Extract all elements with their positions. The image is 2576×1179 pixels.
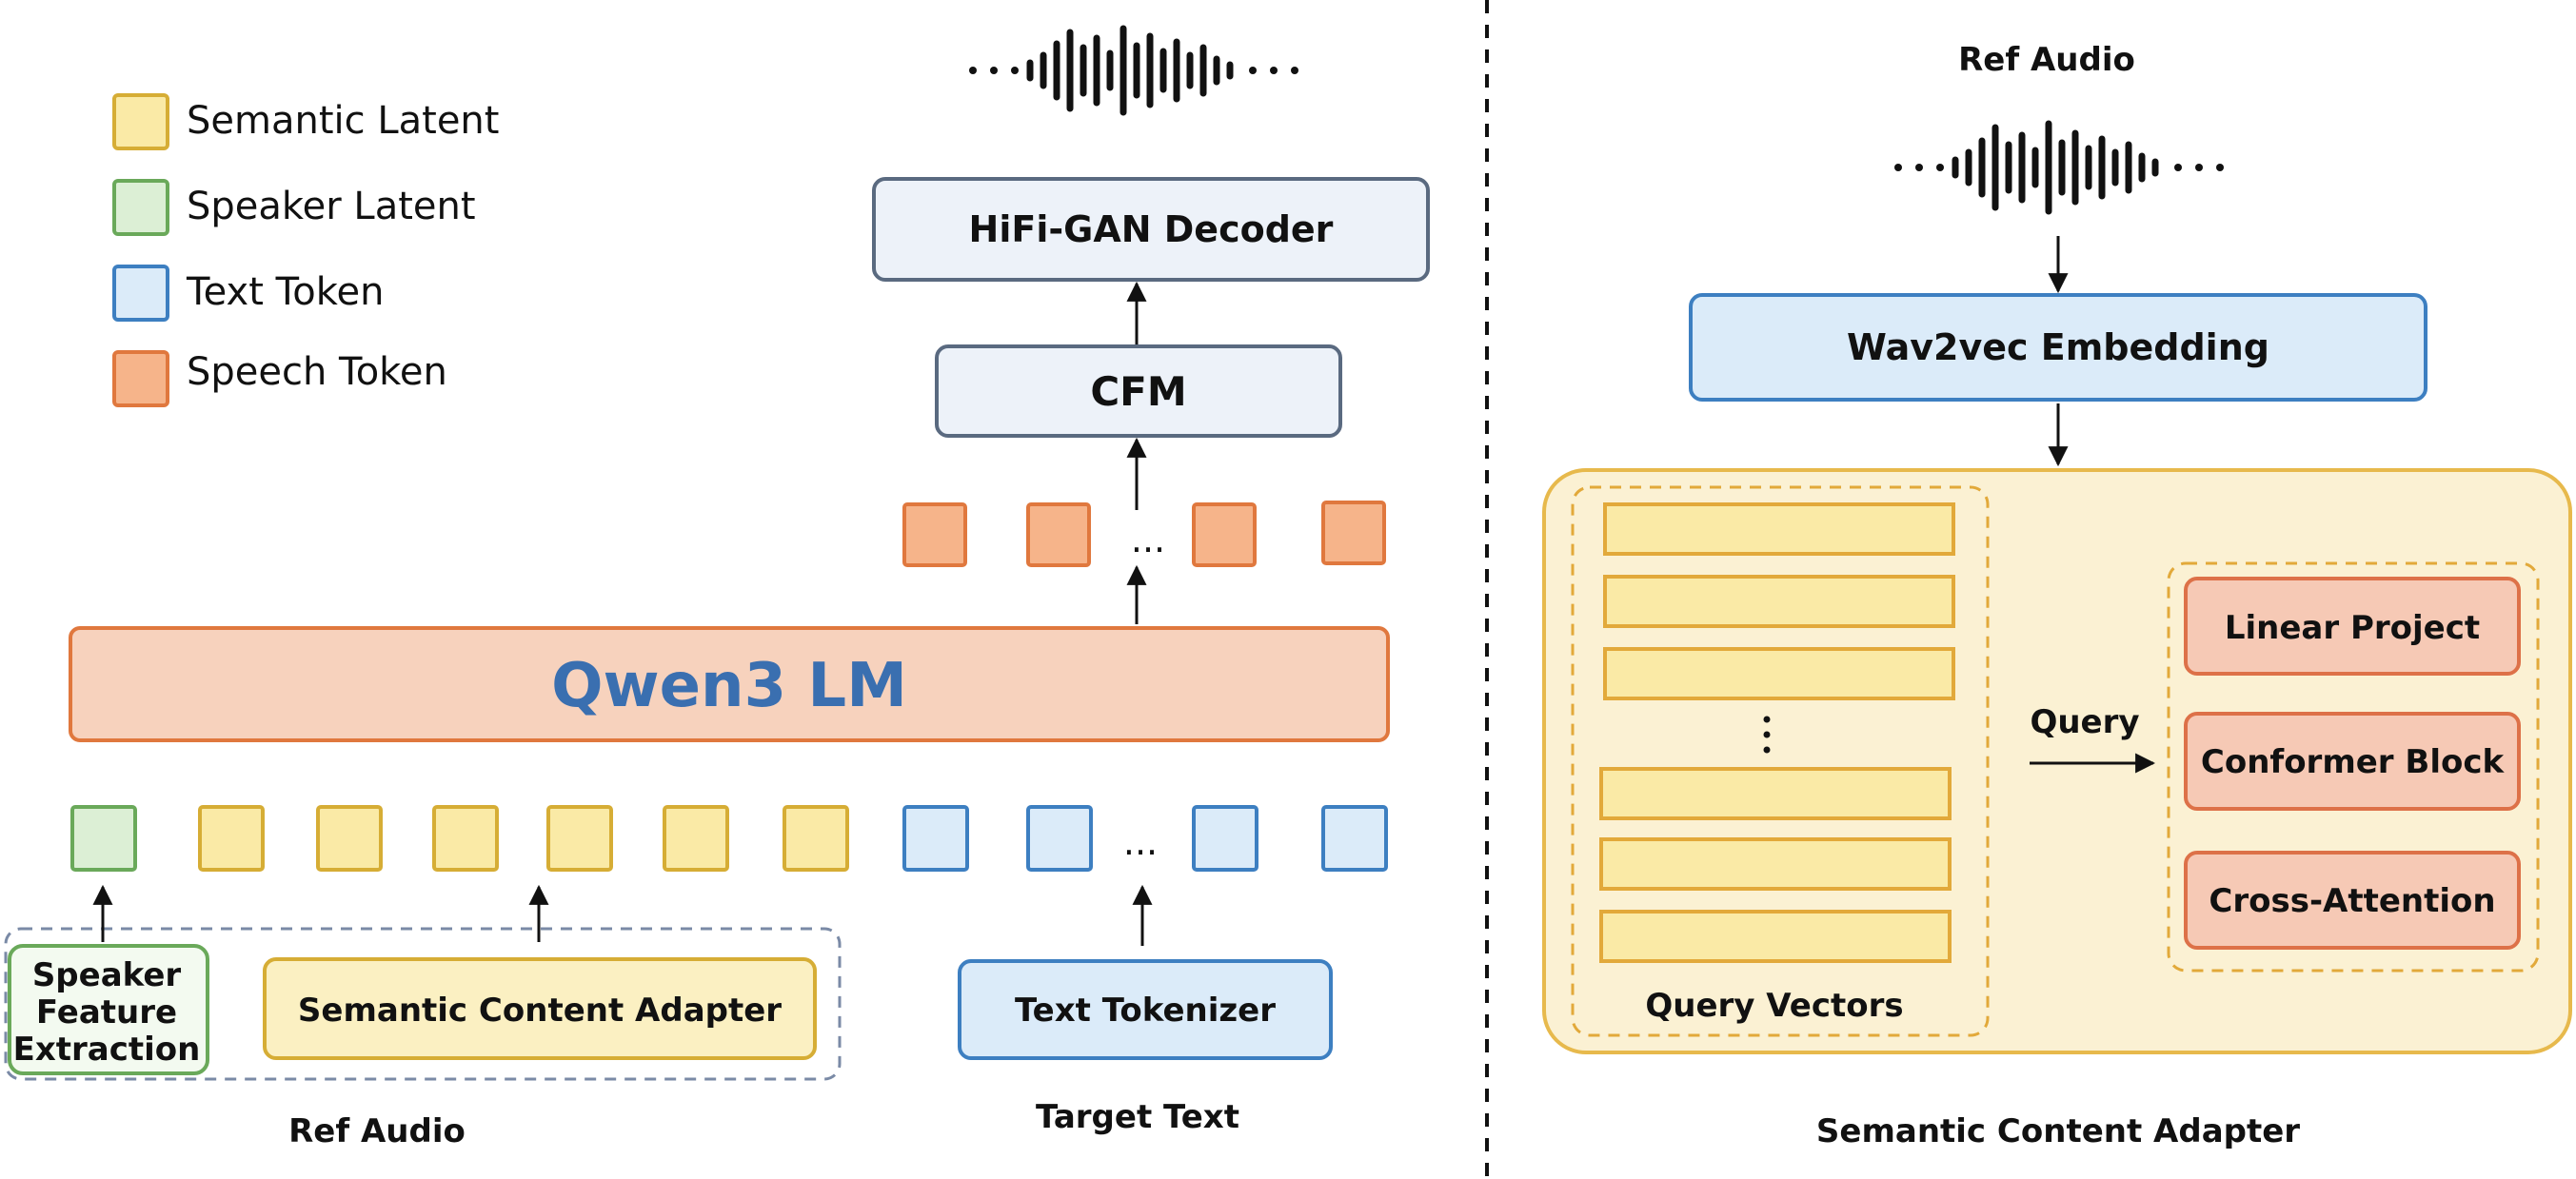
speech-token (902, 502, 967, 567)
output-waveform-icon (969, 25, 1298, 116)
semantic-latent-token (316, 805, 383, 872)
text-token (1192, 805, 1258, 872)
speaker-feature-line-3: Extraction (13, 1031, 201, 1069)
query-vector-vertical-ellipsis (1763, 716, 1771, 754)
legend-item-speech-token: Speech Token (112, 350, 447, 407)
cross-attention-label: Cross-Attention (2209, 882, 2495, 920)
semantic-content-adapter-caption: Semantic Content Adapter (1816, 1112, 2300, 1150)
ref-audio-group (4, 927, 842, 1081)
query-vector-list (1599, 502, 1955, 963)
conformer-block: Conformer Block (2184, 712, 2521, 811)
speech-token (1026, 502, 1091, 567)
semantic-content-adapter-label: Semantic Content Adapter (298, 992, 782, 1030)
qwen3-lm-label: Qwen3 LM (551, 651, 907, 721)
speaker-feature-extraction-block: Speaker Feature Extraction (8, 944, 209, 1075)
cfm-block: CFM (935, 344, 1342, 438)
ref-audio-caption-right: Ref Audio (1958, 41, 2135, 79)
text-tokenizer-label: Text Tokenizer (1015, 992, 1276, 1030)
hifigan-decoder-label: HiFi-GAN Decoder (969, 208, 1334, 250)
query-vector (1603, 502, 1955, 556)
legend-label: Speaker Latent (187, 185, 476, 228)
semantic-latent-token (546, 805, 613, 872)
legend-item-semantic-latent: Semantic Latent (112, 93, 499, 150)
query-label: Query (2030, 703, 2139, 741)
legend-swatch (112, 179, 169, 236)
hifigan-decoder-block: HiFi-GAN Decoder (872, 177, 1430, 282)
legend-item-speaker-latent: Speaker Latent (112, 179, 476, 236)
speech-token (1192, 502, 1257, 567)
ref-audio-caption-left: Ref Audio (288, 1112, 466, 1150)
semantic-latent-token (198, 805, 265, 872)
text-token (1026, 805, 1093, 872)
wav2vec-embedding-label: Wav2vec Embedding (1847, 326, 2269, 368)
speech-token-ellipsis: ... (1131, 519, 1165, 560)
query-vectors-group (1571, 485, 1990, 1037)
legend-swatch (112, 265, 169, 322)
text-tokenizer-block: Text Tokenizer (958, 959, 1333, 1060)
query-vector (1603, 647, 1955, 700)
query-vector (1599, 837, 1952, 891)
semantic-latent-token (663, 805, 729, 872)
adapter-blocks-group (2167, 561, 2540, 973)
speech-token-row: ... (902, 501, 1386, 567)
text-token (902, 805, 969, 872)
query-vector (1599, 910, 1952, 963)
text-token (1321, 805, 1388, 872)
target-text-caption: Target Text (1036, 1098, 1239, 1136)
qwen3-lm-block: Qwen3 LM (69, 626, 1390, 742)
legend: Semantic Latent Speaker Latent Text Toke… (112, 93, 499, 407)
semantic-latent-token (432, 805, 499, 872)
legend-item-text-token: Text Token (112, 265, 384, 322)
linear-project-label: Linear Project (2225, 609, 2480, 647)
legend-label: Semantic Latent (187, 99, 499, 143)
cross-attention-block: Cross-Attention (2184, 851, 2521, 950)
legend-swatch (112, 350, 169, 407)
text-token-ellipsis: ... (1123, 821, 1158, 863)
query-vector (1599, 767, 1952, 820)
linear-project-block: Linear Project (2184, 577, 2521, 676)
speaker-feature-line-2: Feature (36, 993, 177, 1032)
conformer-block-label: Conformer Block (2201, 743, 2506, 781)
speaker-feature-line-1: Speaker (32, 956, 182, 994)
input-token-row: ... (70, 805, 1388, 872)
semantic-content-adapter-block: Semantic Content Adapter (263, 957, 817, 1060)
wav2vec-embedding-block: Wav2vec Embedding (1689, 293, 2427, 402)
semantic-latent-token (783, 805, 849, 872)
cfm-label: CFM (1090, 368, 1186, 415)
legend-label: Speech Token (187, 350, 447, 394)
speaker-latent-token (70, 805, 137, 872)
input-waveform-icon (1894, 120, 2224, 215)
query-vector (1603, 575, 1955, 628)
legend-swatch (112, 93, 169, 150)
query-vectors-label: Query Vectors (1645, 987, 1903, 1025)
speech-token (1321, 501, 1386, 565)
legend-label: Text Token (186, 270, 384, 314)
